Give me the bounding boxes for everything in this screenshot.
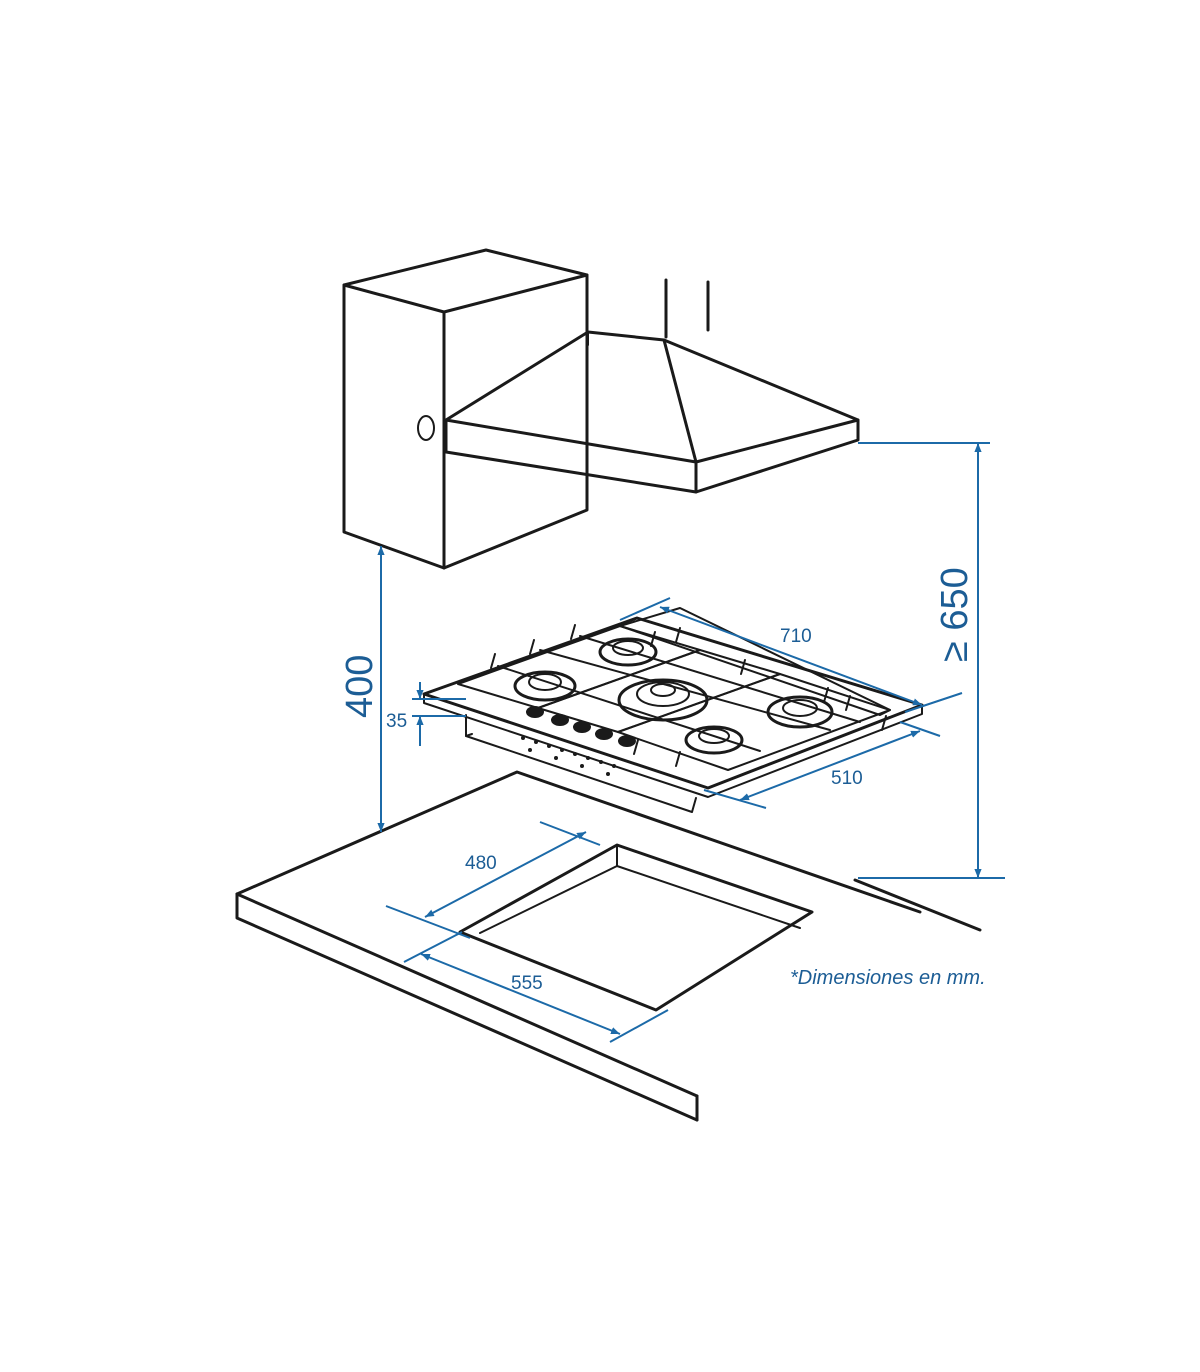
burner-icon	[598, 637, 658, 667]
hob-depth-label: 510	[831, 768, 863, 789]
hob-height-label: 35	[386, 711, 407, 732]
wall-cabinet-icon	[342, 248, 589, 570]
burner-icon	[617, 678, 709, 722]
hob-front-detail	[521, 736, 616, 776]
burner-icon	[684, 725, 744, 755]
cutout-depth-label: 480	[465, 853, 497, 874]
dimension-lines	[377, 442, 1005, 1043]
hob-width-label: 710	[780, 626, 812, 647]
cabinet-clearance-label: 400	[339, 655, 381, 718]
units-note: *Dimensiones en mm.	[790, 967, 986, 989]
worktop-cutout-icon	[235, 770, 982, 1122]
range-hood-icon	[444, 278, 860, 494]
control-knob-icon	[526, 706, 636, 747]
cutout-width-label: 555	[511, 973, 543, 994]
hood-clearance-label: ≥ 650	[934, 567, 976, 662]
burner-icon	[513, 670, 577, 702]
